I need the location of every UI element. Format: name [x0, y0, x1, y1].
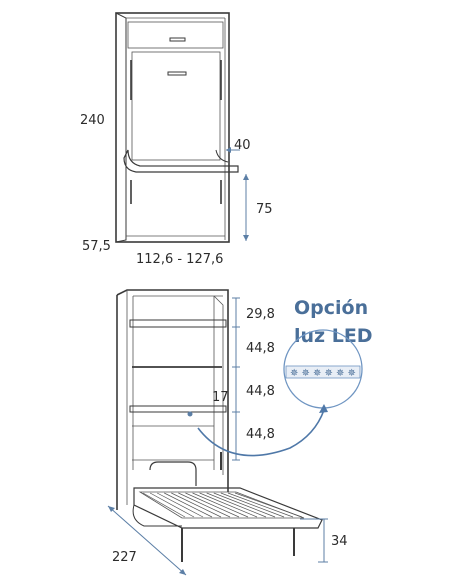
led-light-icon: ✵ [302, 368, 310, 379]
bed-slat [171, 492, 222, 518]
bed-slat [199, 492, 258, 518]
top-handle [169, 37, 186, 42]
bed-slat [234, 492, 303, 518]
led-light-icon: ✵ [290, 368, 298, 379]
bed-slat [227, 492, 294, 518]
bed-slat [149, 492, 195, 518]
led-strip [285, 365, 361, 379]
cabinet-side-panel [115, 12, 127, 243]
led-lights: ✵✵✵✵✵✵ [290, 368, 356, 379]
bed-length-label: 227 [112, 550, 137, 565]
top-view-cabinet [115, 12, 239, 243]
bed-slat [178, 492, 231, 518]
desk-height-arrow-bottom [243, 235, 249, 241]
callout-arrow-head [319, 404, 328, 413]
bed-slat [213, 492, 276, 518]
desk-height-label: 75 [256, 202, 273, 217]
height-label: 240 [80, 113, 105, 128]
desk-surface [123, 149, 239, 173]
led-light-icon: ✵ [325, 368, 333, 379]
open-cabinet-top [116, 289, 229, 492]
bed-slat [220, 492, 285, 518]
top-view-dimensions: 240 40 75 57,5 112,6 - 127,6 [80, 113, 273, 267]
bed-side-rail [132, 504, 182, 527]
callout-arrow [197, 409, 325, 457]
bottom-view-cabinet [116, 289, 229, 510]
headboard [149, 461, 197, 486]
depth-label: 57,5 [82, 239, 111, 254]
bed-length-arrow-bottom [179, 569, 186, 575]
led-callout-line2: luz LED [294, 325, 373, 347]
bed-length-dim-line [107, 505, 187, 576]
shelf-spacing-label-2: 44,8 [246, 341, 275, 356]
shelf-spacing-label-3: 44,8 [246, 384, 275, 399]
bed-length-arrow-top [108, 506, 115, 512]
shelf-1 [129, 319, 227, 328]
leg-height-label: 34 [331, 534, 348, 549]
led-callout: Opción luz LED ✵✵✵✵✵✵ [197, 297, 373, 457]
led-light-icon: ✵ [313, 368, 321, 379]
open-bed [132, 487, 323, 562]
bed-handle [167, 71, 187, 76]
bed-slat [156, 492, 204, 518]
width-label: 112,6 - 127,6 [136, 252, 223, 267]
bottom-view-dimensions: 29,8 44,8 44,8 44,8 17 227 34 [107, 297, 348, 576]
shelf-spacing-label-4: 44,8 [246, 427, 275, 442]
desk-bracket [215, 149, 229, 163]
desk-depth-arrow [226, 147, 231, 153]
led-light-icon: ✵ [336, 368, 344, 379]
top-compartment [127, 21, 224, 49]
bed-slat [192, 492, 249, 518]
bed-slat [206, 492, 267, 518]
bed-slat [185, 492, 240, 518]
open-cabinet-right-side [213, 295, 224, 475]
bed-slats [142, 492, 303, 518]
led-callout-line1: Opción [294, 297, 368, 319]
cabinet-outline [115, 12, 230, 243]
desk-depth-label: 40 [234, 138, 251, 153]
bed-mattress-area [138, 491, 305, 519]
bed-front-panel [131, 51, 221, 161]
desk-height-arrow-top [243, 174, 249, 180]
led-point [187, 411, 193, 417]
shelf-spacing-label-1: 29,8 [246, 307, 275, 322]
bed-slat [142, 492, 186, 518]
led-light-icon: ✵ [348, 368, 356, 379]
shelf-inset-label: 17 [212, 390, 229, 405]
shelf-3 [129, 405, 227, 413]
bed-slat [164, 492, 213, 518]
